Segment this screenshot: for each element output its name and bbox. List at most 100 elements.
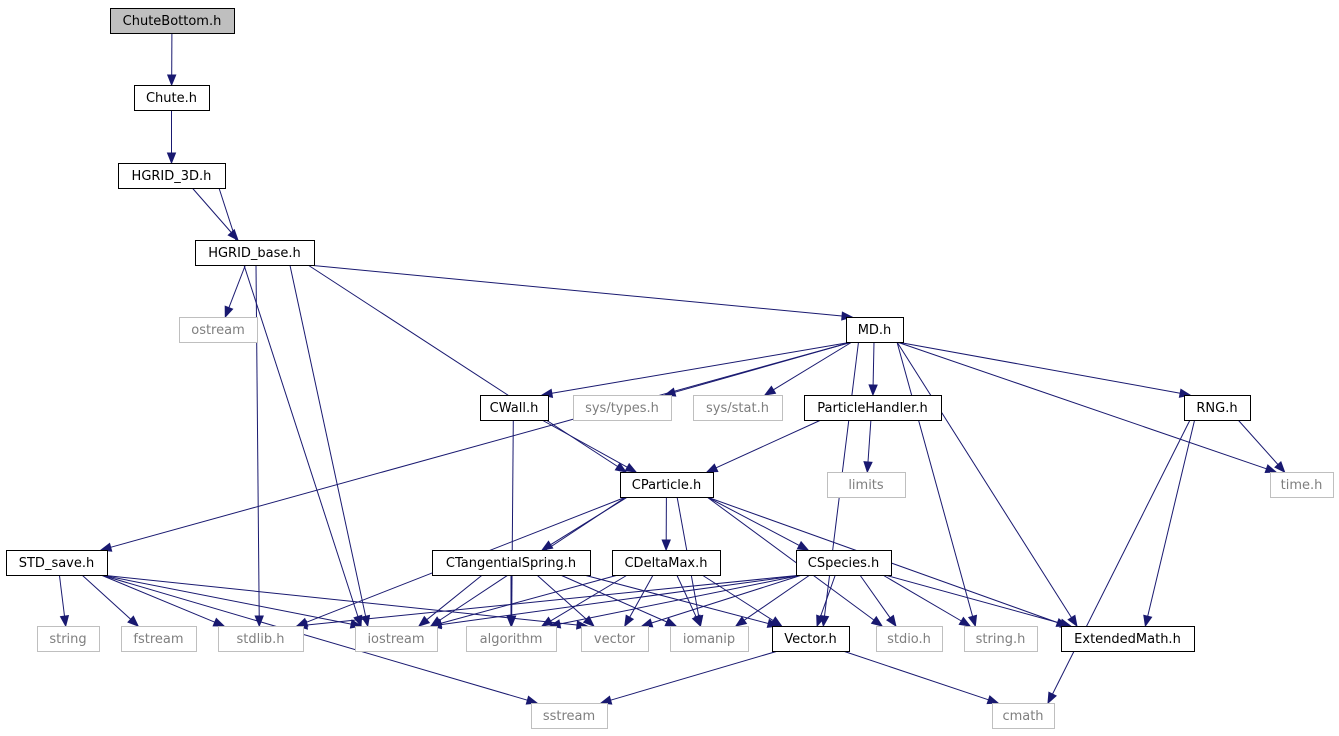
edge-cdeltamax-to-vectorh [701, 574, 783, 627]
edge-stdsave-to-sstream [100, 574, 539, 705]
node-box [179, 317, 258, 343]
edge-cdeltamax-to-vector [624, 574, 654, 628]
edge-md-to-stdsave [99, 341, 853, 552]
node-box [876, 626, 943, 652]
edge-hgridbase-to-iostream [289, 264, 371, 628]
node-label: CTangentialSpring.h [446, 556, 576, 571]
edge-line [884, 574, 1062, 624]
node-particlehandler[interactable]: ParticleHandler.h [804, 395, 942, 421]
edge-line [191, 187, 232, 233]
node-label: ostream [191, 323, 245, 338]
arrowhead [886, 614, 897, 628]
arrowhead [360, 614, 371, 628]
arrowhead [224, 305, 234, 319]
edge-line [551, 341, 853, 394]
edge-ctangential-to-iostream [417, 574, 483, 627]
edge-line [842, 650, 989, 701]
node-box [620, 472, 714, 498]
arrowhead [967, 614, 978, 628]
node-box [827, 472, 906, 498]
edge-chutebottom-to-chute [166, 32, 177, 87]
edge-cspecies-to-stdio [859, 574, 897, 628]
node-label: string.h [976, 632, 1026, 647]
node-box [118, 163, 226, 189]
arrowhead [59, 615, 70, 628]
edge-line [706, 496, 875, 621]
node-box [195, 240, 315, 266]
arrowhead [691, 614, 701, 628]
arrowhead [506, 615, 516, 628]
edge-line [110, 341, 853, 548]
node-stringh: string.h [964, 626, 1038, 652]
edge-stdsave-to-stdlib [100, 574, 226, 627]
node-label: STD_save.h [19, 556, 95, 571]
node-rng[interactable]: RNG.h [1184, 395, 1251, 421]
arrowhead [1274, 461, 1286, 474]
node-label: Vector.h [784, 632, 837, 647]
node-iostream: iostream [355, 626, 438, 652]
arrowhead [599, 695, 613, 705]
edge-line [1147, 419, 1196, 617]
edge-line [743, 574, 811, 621]
edge-particlehandler-to-limits [863, 419, 873, 474]
edge-line [550, 574, 628, 622]
edge-vectorh-to-cmath [842, 650, 1000, 705]
node-hgridbase[interactable]: HGRID_base.h [195, 240, 315, 266]
edge-md-to-particlehandler [868, 341, 878, 397]
node-box [531, 703, 608, 729]
node-label: sstream [543, 709, 595, 724]
node-layer: ChuteBottom.hChute.hHGRID_3D.hHGRID_base… [6, 8, 1334, 729]
edge-cparticle-to-cdeltamax [661, 496, 671, 552]
node-label: ExtendedMath.h [1074, 632, 1181, 647]
edge-particlehandler-to-cparticle [705, 419, 822, 473]
node-chute[interactable]: Chute.h [134, 85, 210, 111]
node-label: ChuteBottom.h [123, 14, 222, 29]
node-label: Chute.h [146, 91, 197, 106]
arrowhead [770, 616, 783, 627]
edge-chute-to-hgrid3d [166, 110, 177, 165]
node-cspecies[interactable]: CSpecies.h [796, 550, 892, 576]
node-label: RNG.h [1196, 401, 1237, 416]
node-label: stdio.h [887, 632, 931, 647]
edge-line [629, 574, 654, 618]
node-label: stdlib.h [237, 632, 285, 647]
node-vectorh[interactable]: Vector.h [772, 626, 850, 652]
node-md[interactable]: MD.h [846, 317, 904, 343]
edge-line [896, 341, 1267, 470]
node-iomanip: iomanip [670, 626, 749, 652]
arrowhead [734, 616, 748, 627]
node-cdeltamax[interactable]: CDeltaMax.h [612, 550, 721, 576]
node-box [992, 703, 1055, 729]
node-algorithm: algorithm [466, 626, 557, 652]
edge-layer [58, 32, 1286, 705]
edge-line [536, 574, 587, 620]
edge-md-to-rng [896, 341, 1192, 398]
node-label: MD.h [858, 323, 892, 338]
node-extendedmath[interactable]: ExtendedMath.h [1061, 626, 1195, 652]
node-cparticle[interactable]: CParticle.h [620, 472, 714, 498]
arrowhead [166, 152, 177, 165]
node-chutebottom[interactable]: ChuteBottom.h [110, 8, 235, 34]
edge-rng-to-time [1237, 419, 1286, 474]
arrowhead [166, 74, 177, 87]
arrowhead [540, 616, 554, 627]
node-label: iomanip [683, 632, 735, 647]
node-box [1061, 626, 1195, 652]
node-box [121, 626, 197, 652]
node-hgrid3d[interactable]: HGRID_3D.h [118, 163, 226, 189]
node-label: HGRID_base.h [208, 246, 301, 261]
arrowhead [705, 463, 719, 473]
edge-line [100, 574, 352, 625]
edge-line [701, 574, 774, 622]
node-string: string [37, 626, 100, 652]
node-ctangential[interactable]: CTangentialSpring.h [432, 550, 591, 576]
edge-stdsave-to-string [58, 574, 70, 628]
arrowhead [127, 615, 140, 627]
node-stdsave[interactable]: STD_save.h [6, 550, 108, 576]
edge-line [306, 574, 803, 626]
edge-line [440, 574, 619, 624]
node-label: CParticle.h [632, 478, 701, 493]
node-label: sys/types.h [585, 401, 659, 416]
node-box [134, 85, 210, 111]
node-cwall[interactable]: CWall.h [480, 395, 549, 421]
